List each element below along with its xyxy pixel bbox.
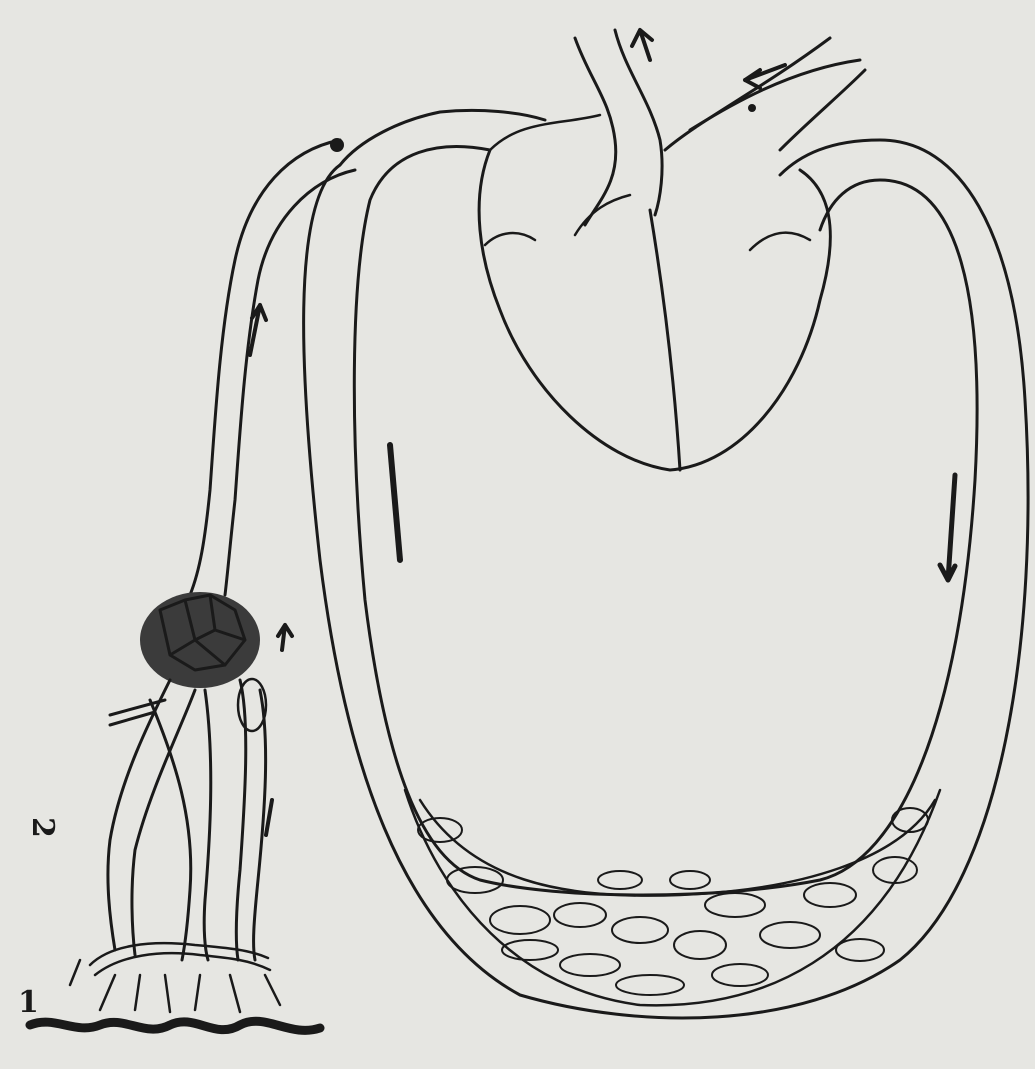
vessel-dot bbox=[748, 104, 756, 112]
lymph-valve-dot bbox=[330, 138, 344, 152]
label-one: 1 bbox=[18, 985, 39, 1020]
label-two: 2 bbox=[25, 817, 60, 838]
